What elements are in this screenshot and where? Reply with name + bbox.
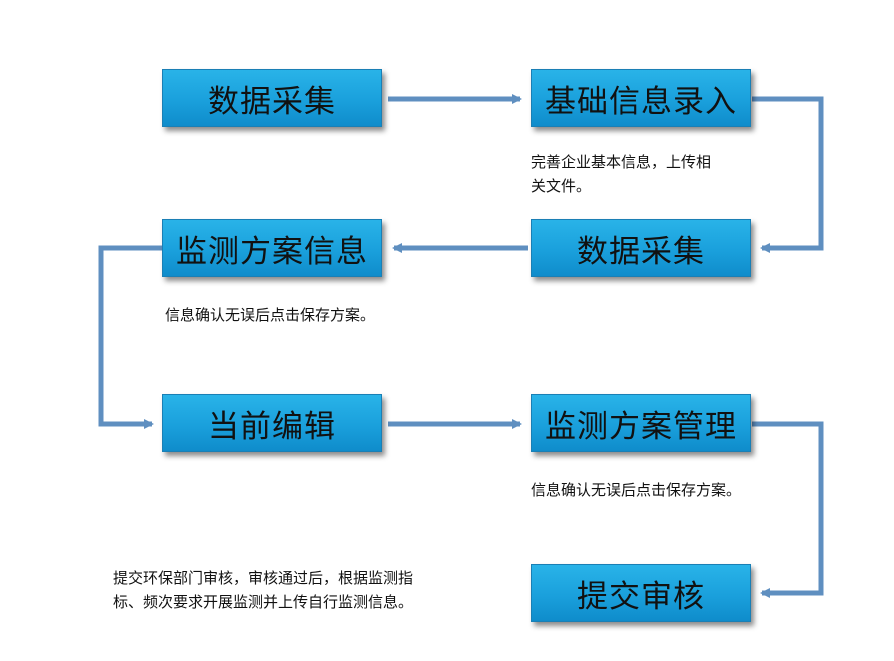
step-data-collection-2: 数据采集 [531, 219, 751, 277]
step-submit-review: 提交审核 [531, 564, 751, 622]
note-submit-review-line1: 提交环保部门审核，审核通过后，根据监测指 [113, 569, 414, 587]
note-submit-review-line2: 标、频次要求开展监测并上传自行监测信息。 [113, 593, 414, 611]
step-basic-info-entry: 基础信息录入 [531, 69, 751, 127]
note-confirm-save-1: 信息确认无误后点击保存方案。 [165, 306, 376, 324]
step-data-collection-1: 数据采集 [162, 69, 382, 127]
note-basic-info: 完善企业基本信息，上传相 关文件。 [531, 150, 711, 198]
step-current-edit: 当前编辑 [162, 394, 382, 452]
note-confirm-save-2: 信息确认无误后点击保存方案。 [531, 481, 742, 499]
step-monitoring-plan-info: 监测方案信息 [162, 219, 382, 277]
note-basic-info-line1: 完善企业基本信息，上传相 [531, 153, 712, 171]
arrow-b2-to-b3 [752, 96, 824, 253]
arrow-b6-to-b7 [752, 421, 824, 598]
step-monitoring-plan-management: 监测方案管理 [531, 394, 751, 452]
note-submit-review: 提交环保部门审核，审核通过后，根据监测指 标、频次要求开展监测并上传自行监测信息… [113, 566, 413, 614]
note-basic-info-line2: 关文件。 [531, 177, 592, 195]
arrow-b4-to-b5 [98, 245, 162, 429]
